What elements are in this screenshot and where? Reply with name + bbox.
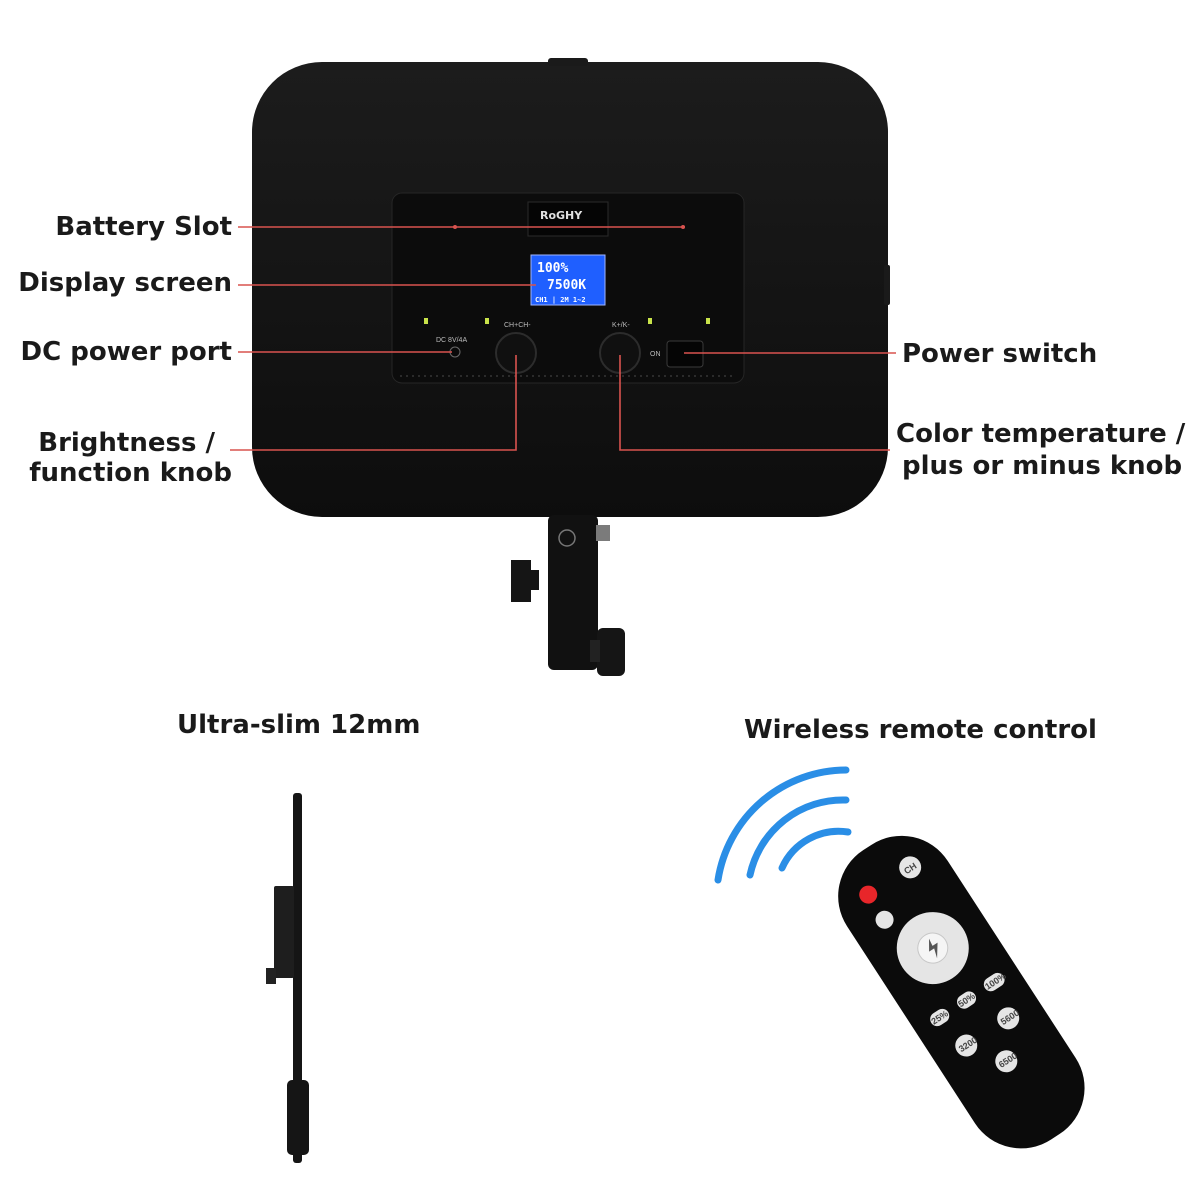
light-stand-mount bbox=[548, 515, 598, 670]
remote-temp-3200[interactable] bbox=[951, 1030, 981, 1060]
remote-preset-50[interactable] bbox=[954, 989, 978, 1012]
remote-power-button[interactable] bbox=[856, 882, 881, 907]
led-indicator bbox=[424, 318, 428, 324]
led-indicator bbox=[648, 318, 652, 324]
callout-color-temp-line bbox=[619, 355, 890, 451]
wireless-wave-icon bbox=[746, 796, 850, 879]
label-dc-power-port: DC power port bbox=[20, 337, 232, 367]
side-profile-mount bbox=[287, 1080, 309, 1155]
mount-lock-knob bbox=[597, 628, 625, 676]
remote-preset-100[interactable] bbox=[981, 970, 1007, 994]
remote-ch-button[interactable] bbox=[895, 852, 925, 882]
callout-battery-dot bbox=[453, 225, 457, 229]
display-screen bbox=[530, 254, 606, 306]
dc-port-label: DC 8V/4A bbox=[436, 337, 467, 344]
mount-lock-stem bbox=[590, 640, 600, 662]
led-indicator bbox=[706, 318, 710, 324]
color-temp-knob-label: K+/K- bbox=[612, 322, 630, 329]
panel-side-tab bbox=[884, 265, 890, 305]
remote-power-icon[interactable] bbox=[872, 907, 897, 932]
label-battery-slot: Battery Slot bbox=[55, 212, 232, 242]
brightness-knob-label: CH+CH- bbox=[504, 322, 531, 329]
label-color-temp-line1: Color temperature / bbox=[896, 419, 1186, 449]
mount-tilt-knob bbox=[511, 560, 539, 602]
callout-brightness-line bbox=[230, 355, 517, 451]
remote-temp-5600[interactable] bbox=[993, 1003, 1023, 1033]
label-brightness-line2: function knob bbox=[29, 458, 232, 488]
remote-preset-25[interactable] bbox=[927, 1006, 951, 1029]
brand-text: RoGHY bbox=[540, 209, 583, 222]
label-power-switch: Power switch bbox=[902, 339, 1098, 369]
remote-body bbox=[838, 835, 1085, 1149]
brand-label bbox=[527, 201, 609, 237]
side-profile-switch bbox=[266, 968, 276, 984]
power-switch-label: ON bbox=[650, 351, 661, 358]
lcd-color-temp: 7500K bbox=[547, 278, 586, 293]
remote-control: CH 25% 50% 100% 3200 5600 6500 bbox=[838, 835, 1085, 1149]
power-switch[interactable] bbox=[666, 340, 704, 368]
led-indicator bbox=[485, 318, 489, 324]
mount-screw-top bbox=[596, 525, 610, 541]
remote-temp-6500[interactable] bbox=[991, 1046, 1021, 1076]
panel-top-tab bbox=[548, 58, 588, 66]
caption-ultra-slim: Ultra-slim 12mm bbox=[177, 710, 421, 740]
label-display-screen: Display screen bbox=[18, 268, 232, 298]
lcd-channel: CH1 | 2M 1~2 bbox=[535, 296, 586, 305]
wireless-wave-icon bbox=[778, 827, 852, 872]
wireless-wave-icon bbox=[714, 766, 850, 884]
lightning-icon bbox=[928, 938, 938, 959]
mount-badge bbox=[558, 529, 576, 547]
callout-battery-dot bbox=[681, 225, 685, 229]
side-profile-panel bbox=[293, 793, 302, 1163]
side-profile-plate bbox=[274, 886, 294, 978]
label-color-temp-line2: plus or minus knob bbox=[902, 451, 1183, 481]
caption-remote: Wireless remote control bbox=[744, 715, 1097, 745]
label-brightness-line1: Brightness / bbox=[38, 428, 215, 458]
lcd-brightness: 100% bbox=[537, 261, 568, 276]
